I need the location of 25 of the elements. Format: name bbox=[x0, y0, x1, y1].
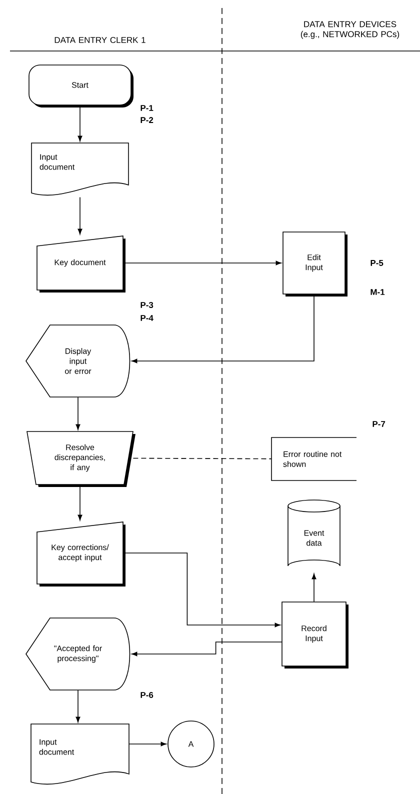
process-box: Edit Input bbox=[282, 232, 348, 296]
arrow bbox=[76, 690, 80, 722]
arrow bbox=[78, 484, 82, 520]
annotation-bracket: Error routine not shown bbox=[271, 437, 357, 481]
arrow bbox=[76, 396, 80, 430]
database-cylinder: Event data bbox=[288, 500, 340, 566]
step-code: P-6 bbox=[140, 692, 154, 698]
step-code: P-5 bbox=[370, 260, 384, 266]
step-code: P-1 bbox=[140, 105, 154, 111]
step-code: M-1 bbox=[370, 289, 385, 295]
arrow bbox=[132, 642, 282, 656]
header-text: DATA ENTRY DEVICES (e.g., NETWORKED PCs) bbox=[300, 21, 400, 39]
arrow bbox=[128, 742, 166, 746]
arrow bbox=[122, 552, 280, 628]
step-code: P-2 bbox=[140, 117, 154, 123]
arrow bbox=[122, 260, 282, 266]
step-code: P-7 bbox=[372, 421, 386, 427]
step-code: P-3 bbox=[140, 302, 154, 308]
arrow bbox=[132, 294, 314, 364]
process-box: Record Input bbox=[282, 602, 348, 668]
header-text: DATA ENTRY CLERK 1 bbox=[54, 37, 146, 43]
arrow bbox=[78, 196, 82, 234]
arrow bbox=[312, 574, 316, 602]
arrow bbox=[78, 104, 82, 142]
step-code: P-4 bbox=[140, 315, 154, 321]
